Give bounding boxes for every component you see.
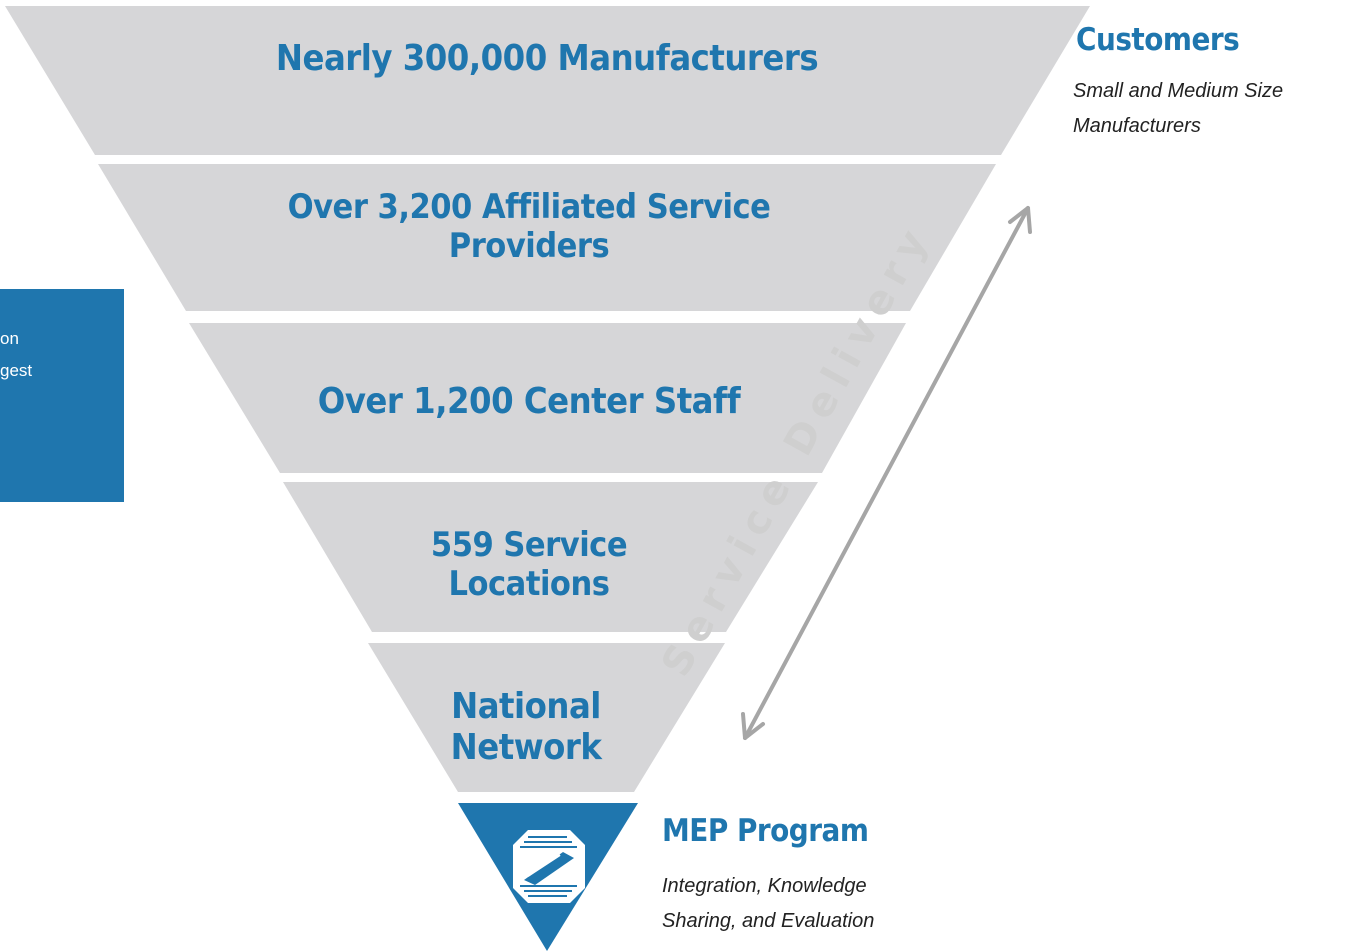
tier-4-band [283,482,818,632]
tier-2-label: Over 3,200 Affiliated Service Providers [229,187,829,267]
tier-3-label-line-1: Over 1,200 Center Staff [317,381,741,422]
program-subtitle-line-1: Integration, Knowledge [662,875,867,897]
left-side-panel: on gest [0,289,124,502]
customers-subtitle: Small and Medium Size Manufacturers [1073,74,1283,144]
left-panel-text-line-2: gest [0,361,33,380]
mep-logo-icon [513,830,585,903]
tier-5-label-line-1: National [451,686,601,727]
customers-subtitle-line-2: Manufacturers [1073,115,1201,137]
tier-1-label-line-1: Nearly 300,000 Manufacturers [275,38,819,79]
tier-2-label-line-2: Providers [448,226,610,267]
program-subtitle: Integration, Knowledge Sharing, and Eval… [662,869,874,939]
tier-5-label: National Network [396,686,656,769]
program-title: MEP Program [662,813,869,849]
service-delivery-arrow [741,206,1032,740]
tier-3-band [189,323,906,473]
tier-4-label: 559 Service Locations [379,525,679,605]
tier-3-label: Over 1,200 Center Staff [279,381,779,422]
tier-1-label: Nearly 300,000 Manufacturers [247,38,847,79]
program-subtitle-line-2: Sharing, and Evaluation [662,910,875,932]
tier-2-label-line-1: Over 3,200 Affiliated Service [287,187,771,227]
customers-subtitle-line-1: Small and Medium Size [1073,80,1284,102]
tier-5-label-line-2: Network [450,727,602,769]
left-panel-text-line-1: on [0,329,19,348]
tier-4-label-line-2: Locations [448,564,610,605]
tier-4-label-line-1: 559 Service [430,525,628,565]
tier-1-band [5,6,1090,155]
customers-title: Customers [1076,22,1240,58]
tier-5-band [368,643,725,792]
tier-2-band [98,164,996,311]
